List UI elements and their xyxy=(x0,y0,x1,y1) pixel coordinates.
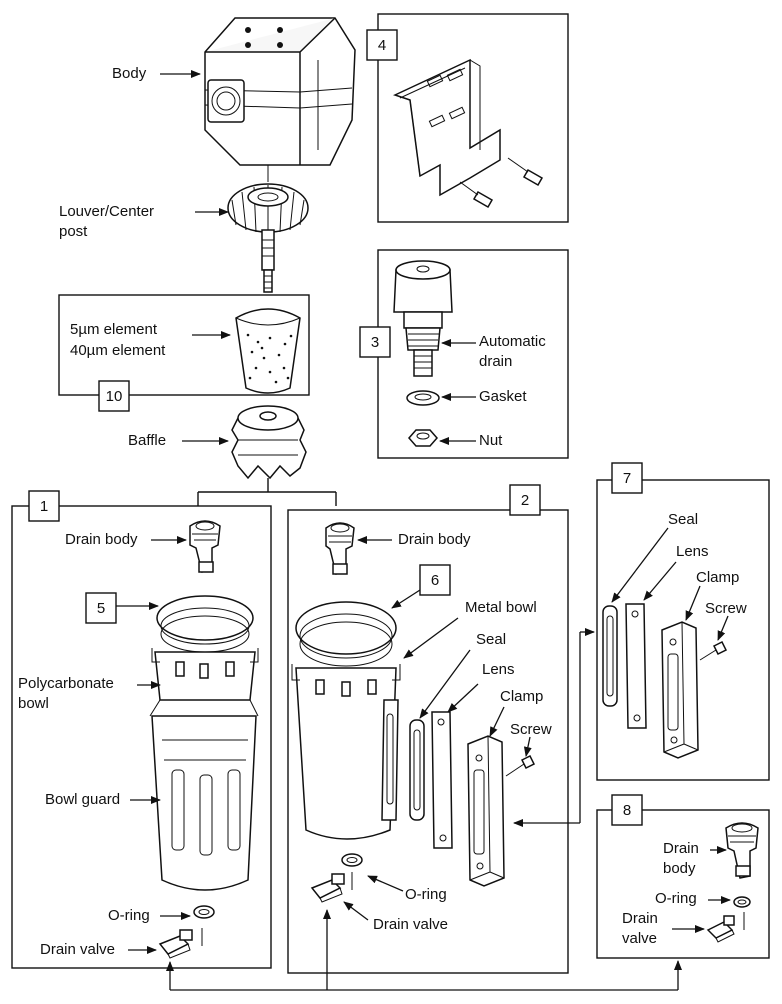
label-clamp-kit2: Clamp xyxy=(500,688,543,705)
filter-body-drawing xyxy=(204,17,356,166)
label-metal-bowl: Metal bowl xyxy=(465,599,537,616)
drain-valve-drawing-kit8 xyxy=(706,912,745,943)
label-seal-kit2: Seal xyxy=(476,631,506,648)
label-o-ring-kit8: O-ring xyxy=(655,890,697,907)
label-drain-body-kit8-line2: body xyxy=(663,860,696,877)
sight-lens-drawing-kit2 xyxy=(431,711,453,849)
label-automatic-drain: Automatic xyxy=(479,333,546,350)
drain-valve-drawing-kit2 xyxy=(310,872,353,903)
kit-4-box xyxy=(377,13,569,223)
label-gasket: Gasket xyxy=(479,388,527,405)
sight-lens-drawing-kit7 xyxy=(625,603,647,729)
louver-center-post-drawing xyxy=(227,183,309,293)
label-drain-body-kit1: Drain body xyxy=(65,531,138,548)
kit-1-number: 1 xyxy=(40,498,48,515)
o-ring-drawing-kit1 xyxy=(193,905,215,919)
kit-2-box xyxy=(287,509,569,974)
screw-drawing-kit7 xyxy=(699,640,728,661)
kit-10-box xyxy=(58,294,310,396)
label-screw-kit2: Screw xyxy=(510,721,552,738)
label-seal-kit7: Seal xyxy=(668,511,698,528)
drain-body-drawing-kit1 xyxy=(189,520,221,573)
label-drain-valve-kit8: Drain xyxy=(622,910,658,927)
baffle-drawing xyxy=(231,405,307,480)
o-ring-drawing-kit2 xyxy=(341,853,363,867)
kit-7-box xyxy=(596,479,770,781)
screw-drawing-kit2 xyxy=(505,754,536,777)
kit-7-number: 7 xyxy=(623,470,631,487)
kit-8-box xyxy=(596,809,770,959)
label-louver-center-post-line2: post xyxy=(59,223,88,240)
kit-5-number: 5 xyxy=(97,600,105,617)
label-40um-element: 40µm element xyxy=(70,342,166,359)
label-o-ring-kit1: O-ring xyxy=(108,907,150,924)
kit-1-box xyxy=(11,505,272,969)
crossref-drain-valves-kit8 xyxy=(166,909,682,991)
drain-body-drawing-kit2 xyxy=(325,522,355,575)
label-lens-kit2: Lens xyxy=(482,661,515,678)
drain-body-drawing-kit8 xyxy=(725,822,759,879)
label-screw-kit7: Screw xyxy=(705,600,747,617)
label-louver-center-post: Louver/Center xyxy=(59,203,154,220)
sight-seal-drawing-kit7 xyxy=(602,605,618,707)
sight-seal-drawing-kit2 xyxy=(409,719,425,821)
label-lens-kit7: Lens xyxy=(676,543,709,560)
kit-4-number: 4 xyxy=(378,37,386,54)
kit-2-number: 2 xyxy=(521,492,529,509)
label-drain-valve-kit2: Drain valve xyxy=(373,916,448,933)
mounting-bracket-drawing xyxy=(392,58,544,209)
label-nut: Nut xyxy=(479,432,503,449)
label-drain-valve-kit1: Drain valve xyxy=(40,941,115,958)
bowl-guard-drawing xyxy=(149,699,259,891)
clamp-drawing-kit7 xyxy=(661,621,699,759)
kit-8-number: 8 xyxy=(623,802,631,819)
crossref-kit2-kit7 xyxy=(513,628,595,827)
filter-element-drawing xyxy=(235,308,301,394)
drain-valve-drawing-kit1 xyxy=(158,928,203,959)
o-ring-drawing-kit8 xyxy=(733,896,751,908)
label-drain-body-kit2: Drain body xyxy=(398,531,471,548)
clamp-drawing-kit2 xyxy=(467,735,505,887)
label-body: Body xyxy=(112,65,147,82)
label-5um-element: 5µm element xyxy=(70,321,158,338)
label-o-ring-kit2: O-ring xyxy=(405,886,447,903)
label-drain-valve-kit8-line2: valve xyxy=(622,930,657,947)
label-polycarbonate-bowl-line2: bowl xyxy=(18,695,49,712)
kit-6-number: 6 xyxy=(431,572,439,589)
polycarbonate-bowl-drawing xyxy=(151,595,259,701)
label-bowl-guard: Bowl guard xyxy=(45,791,120,808)
label-clamp-kit7: Clamp xyxy=(696,569,739,586)
label-polycarbonate-bowl: Polycarbonate xyxy=(18,675,114,692)
label-drain-body-kit8: Drain xyxy=(663,840,699,857)
kit-10-number: 10 xyxy=(106,388,123,405)
label-baffle: Baffle xyxy=(128,432,166,449)
automatic-drain-drawing xyxy=(393,260,453,447)
metal-bowl-drawing xyxy=(291,601,401,840)
kit-3-number: 3 xyxy=(371,334,379,351)
label-automatic-drain-line2: drain xyxy=(479,353,512,370)
